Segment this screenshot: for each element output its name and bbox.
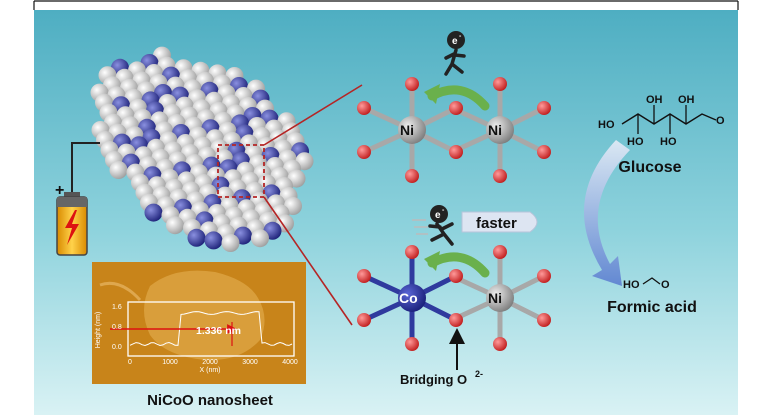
oxygen-atom	[493, 245, 507, 259]
afm-thickness: 1.336 nm	[196, 325, 241, 337]
afm-flake	[144, 270, 265, 361]
battery-plus: +	[55, 182, 64, 199]
speed-lines-icon	[412, 219, 428, 235]
atom-label-ni: Ni	[488, 122, 502, 138]
zoom-line-top	[263, 84, 363, 146]
glucose-oh-5: HO	[660, 136, 677, 148]
oxygen-atom	[357, 313, 371, 327]
material-label: NiCoO nanosheet	[147, 392, 273, 409]
formic-ho: HO	[623, 279, 640, 291]
nanosheet-lattice	[90, 46, 314, 252]
formic-acid-structure: HO O	[623, 277, 670, 291]
oxygen-atom	[405, 245, 419, 259]
bridging-label: Bridging O	[400, 372, 467, 387]
afm-xtick-label: 2000	[202, 359, 218, 366]
electron-runner-bottom: e -	[412, 205, 454, 246]
oxygen-atom	[251, 229, 269, 248]
glucose-structure: OH OH HO HO HO O	[598, 94, 725, 148]
oxygen-atom	[405, 77, 419, 91]
oxygen-atom	[493, 77, 507, 91]
runner-body-icon	[444, 48, 466, 76]
afm-ytick-label: 0.8	[112, 324, 122, 331]
structure-bottom	[357, 245, 551, 351]
oxygen-atom	[405, 169, 419, 183]
lightning-icon	[65, 210, 79, 245]
oxygen-atom	[405, 337, 419, 351]
nickel-atom	[486, 116, 514, 144]
afm-inset: 1.336 nm Height (nm) X (nm) 1.6 0.8 0.0 0 10…	[92, 262, 306, 384]
bridging-sup: 2-	[475, 369, 483, 379]
cobalt-atom	[398, 284, 426, 312]
bridging-oxygen-atom	[449, 269, 463, 283]
zoom-line-bottom	[263, 196, 353, 326]
bridging-oxygen-atom	[449, 145, 463, 159]
battery-terminal	[64, 192, 80, 198]
atom-label-co: Co	[399, 290, 418, 306]
afm-xtick-label: 3000	[242, 359, 258, 366]
conversion-arrow	[584, 140, 630, 286]
wire	[71, 142, 100, 192]
electron-head-icon	[447, 31, 465, 49]
cobalt-atom	[187, 228, 206, 247]
oxygen-atom	[357, 101, 371, 115]
nickel-atom	[398, 116, 426, 144]
electron-symbol: e	[452, 36, 458, 47]
electron-sup: -	[459, 33, 462, 40]
oxygen-atom	[109, 161, 128, 179]
afm-xlabel: X (nm)	[200, 367, 221, 374]
cobalt-atom	[144, 203, 163, 222]
oxygen-atom	[537, 101, 551, 115]
glucose-oh-4: HO	[627, 136, 644, 148]
faster-badge	[461, 211, 538, 233]
battery: +	[55, 142, 100, 256]
arrowhead-top	[424, 84, 440, 104]
afm-xtick-label: 0	[128, 359, 132, 366]
afm-profile-line	[129, 311, 293, 347]
afm-ylabel: Height (nm)	[95, 312, 102, 349]
glucose-label: Glucose	[618, 159, 681, 176]
oxygen-atom	[221, 234, 240, 252]
afm-xtick-label: 1000	[162, 359, 178, 366]
afm-ytick-label: 1.6	[112, 304, 122, 311]
oxygen-atom	[537, 145, 551, 159]
bridging-oxygen-atom	[449, 101, 463, 115]
oxygen-atom	[166, 216, 184, 235]
formic-o: O	[661, 279, 670, 291]
electron-head-icon	[430, 205, 448, 223]
glucose-oh-1: OH	[646, 94, 663, 106]
oxygen-atom	[537, 269, 551, 283]
zoom-frame	[217, 144, 265, 198]
nickel-atom	[486, 284, 514, 312]
electron-sup: -	[442, 207, 445, 214]
oxygen-atom	[357, 269, 371, 283]
cobalt-atom	[204, 231, 223, 250]
glucose-o: O	[716, 115, 725, 127]
atom-label-ni: Ni	[400, 122, 414, 138]
oxygen-atom	[357, 145, 371, 159]
electron-symbol: e	[435, 210, 441, 221]
atom-label-ni: Ni	[488, 290, 502, 306]
product-label: Formic acid	[607, 299, 697, 316]
faster-label: faster	[476, 215, 517, 232]
bridging-oxygen-atom	[449, 313, 463, 327]
afm-ticks: 1.6 0.8 0.0 0 1000 2000 3000 4000	[112, 304, 298, 366]
arrowhead-bottom	[424, 251, 440, 271]
runner-body-icon	[428, 222, 454, 246]
glucose-oh-2: OH	[678, 94, 695, 106]
glucose-oh-3: HO	[598, 119, 615, 131]
battery-cap	[57, 197, 87, 207]
structure-top	[357, 77, 551, 183]
afm-xtick-label: 4000	[282, 359, 298, 366]
oxygen-atom	[493, 169, 507, 183]
afm-texture	[99, 281, 142, 302]
oxygen-atom	[537, 313, 551, 327]
electron-runner-top: e -	[444, 31, 466, 76]
oxygen-atom	[493, 337, 507, 351]
afm-ytick-label: 0.0	[112, 344, 122, 351]
